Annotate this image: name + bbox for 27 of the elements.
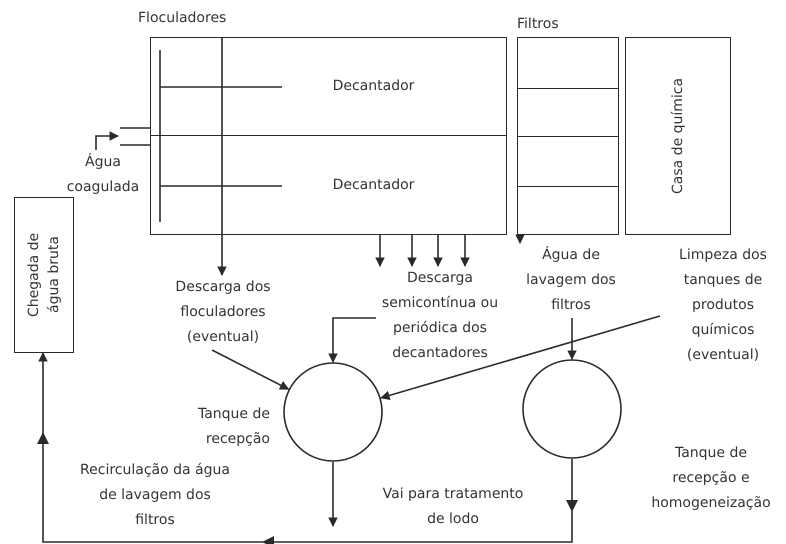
tank-label: Tanque de recepção e homogeneização [650, 444, 772, 513]
arrow [328, 462, 338, 527]
tank-label: Tanque de recepção [196, 405, 270, 449]
flow-label: Água de lavagem dos filtros [512, 243, 630, 318]
arrow [515, 234, 525, 244]
arrow [217, 236, 227, 276]
flow-label: Descarga semicontínua ou periódica dos decantadores [376, 266, 504, 366]
building-box: Chegada de água bruta [14, 197, 74, 353]
section-heading: Floculadores [138, 9, 226, 28]
building-box: Casa de química [625, 37, 731, 235]
arrow [328, 317, 376, 363]
flow-label: Descarga dos floculadores (eventual) [150, 275, 296, 350]
arrow [460, 235, 470, 267]
arrow [433, 235, 443, 267]
arrow [375, 235, 385, 267]
edge-label: Vai para tratamento de lodo [382, 485, 524, 529]
decanter-basin: Decantador [150, 37, 507, 136]
arrow [407, 235, 417, 267]
section-heading: Filtros [517, 15, 559, 34]
flow-label: Água coagulada [58, 150, 148, 200]
arrow [95, 131, 119, 150]
arrow [212, 349, 290, 390]
arrow [380, 315, 660, 400]
decanter-basin: Decantador [150, 135, 507, 235]
edge-label: Recirculação da água de lavagem dos filtros [80, 461, 230, 530]
arrow [567, 318, 577, 360]
flow-label: Limpeza dos tanques de produtos químicos (eventual) [660, 243, 786, 368]
